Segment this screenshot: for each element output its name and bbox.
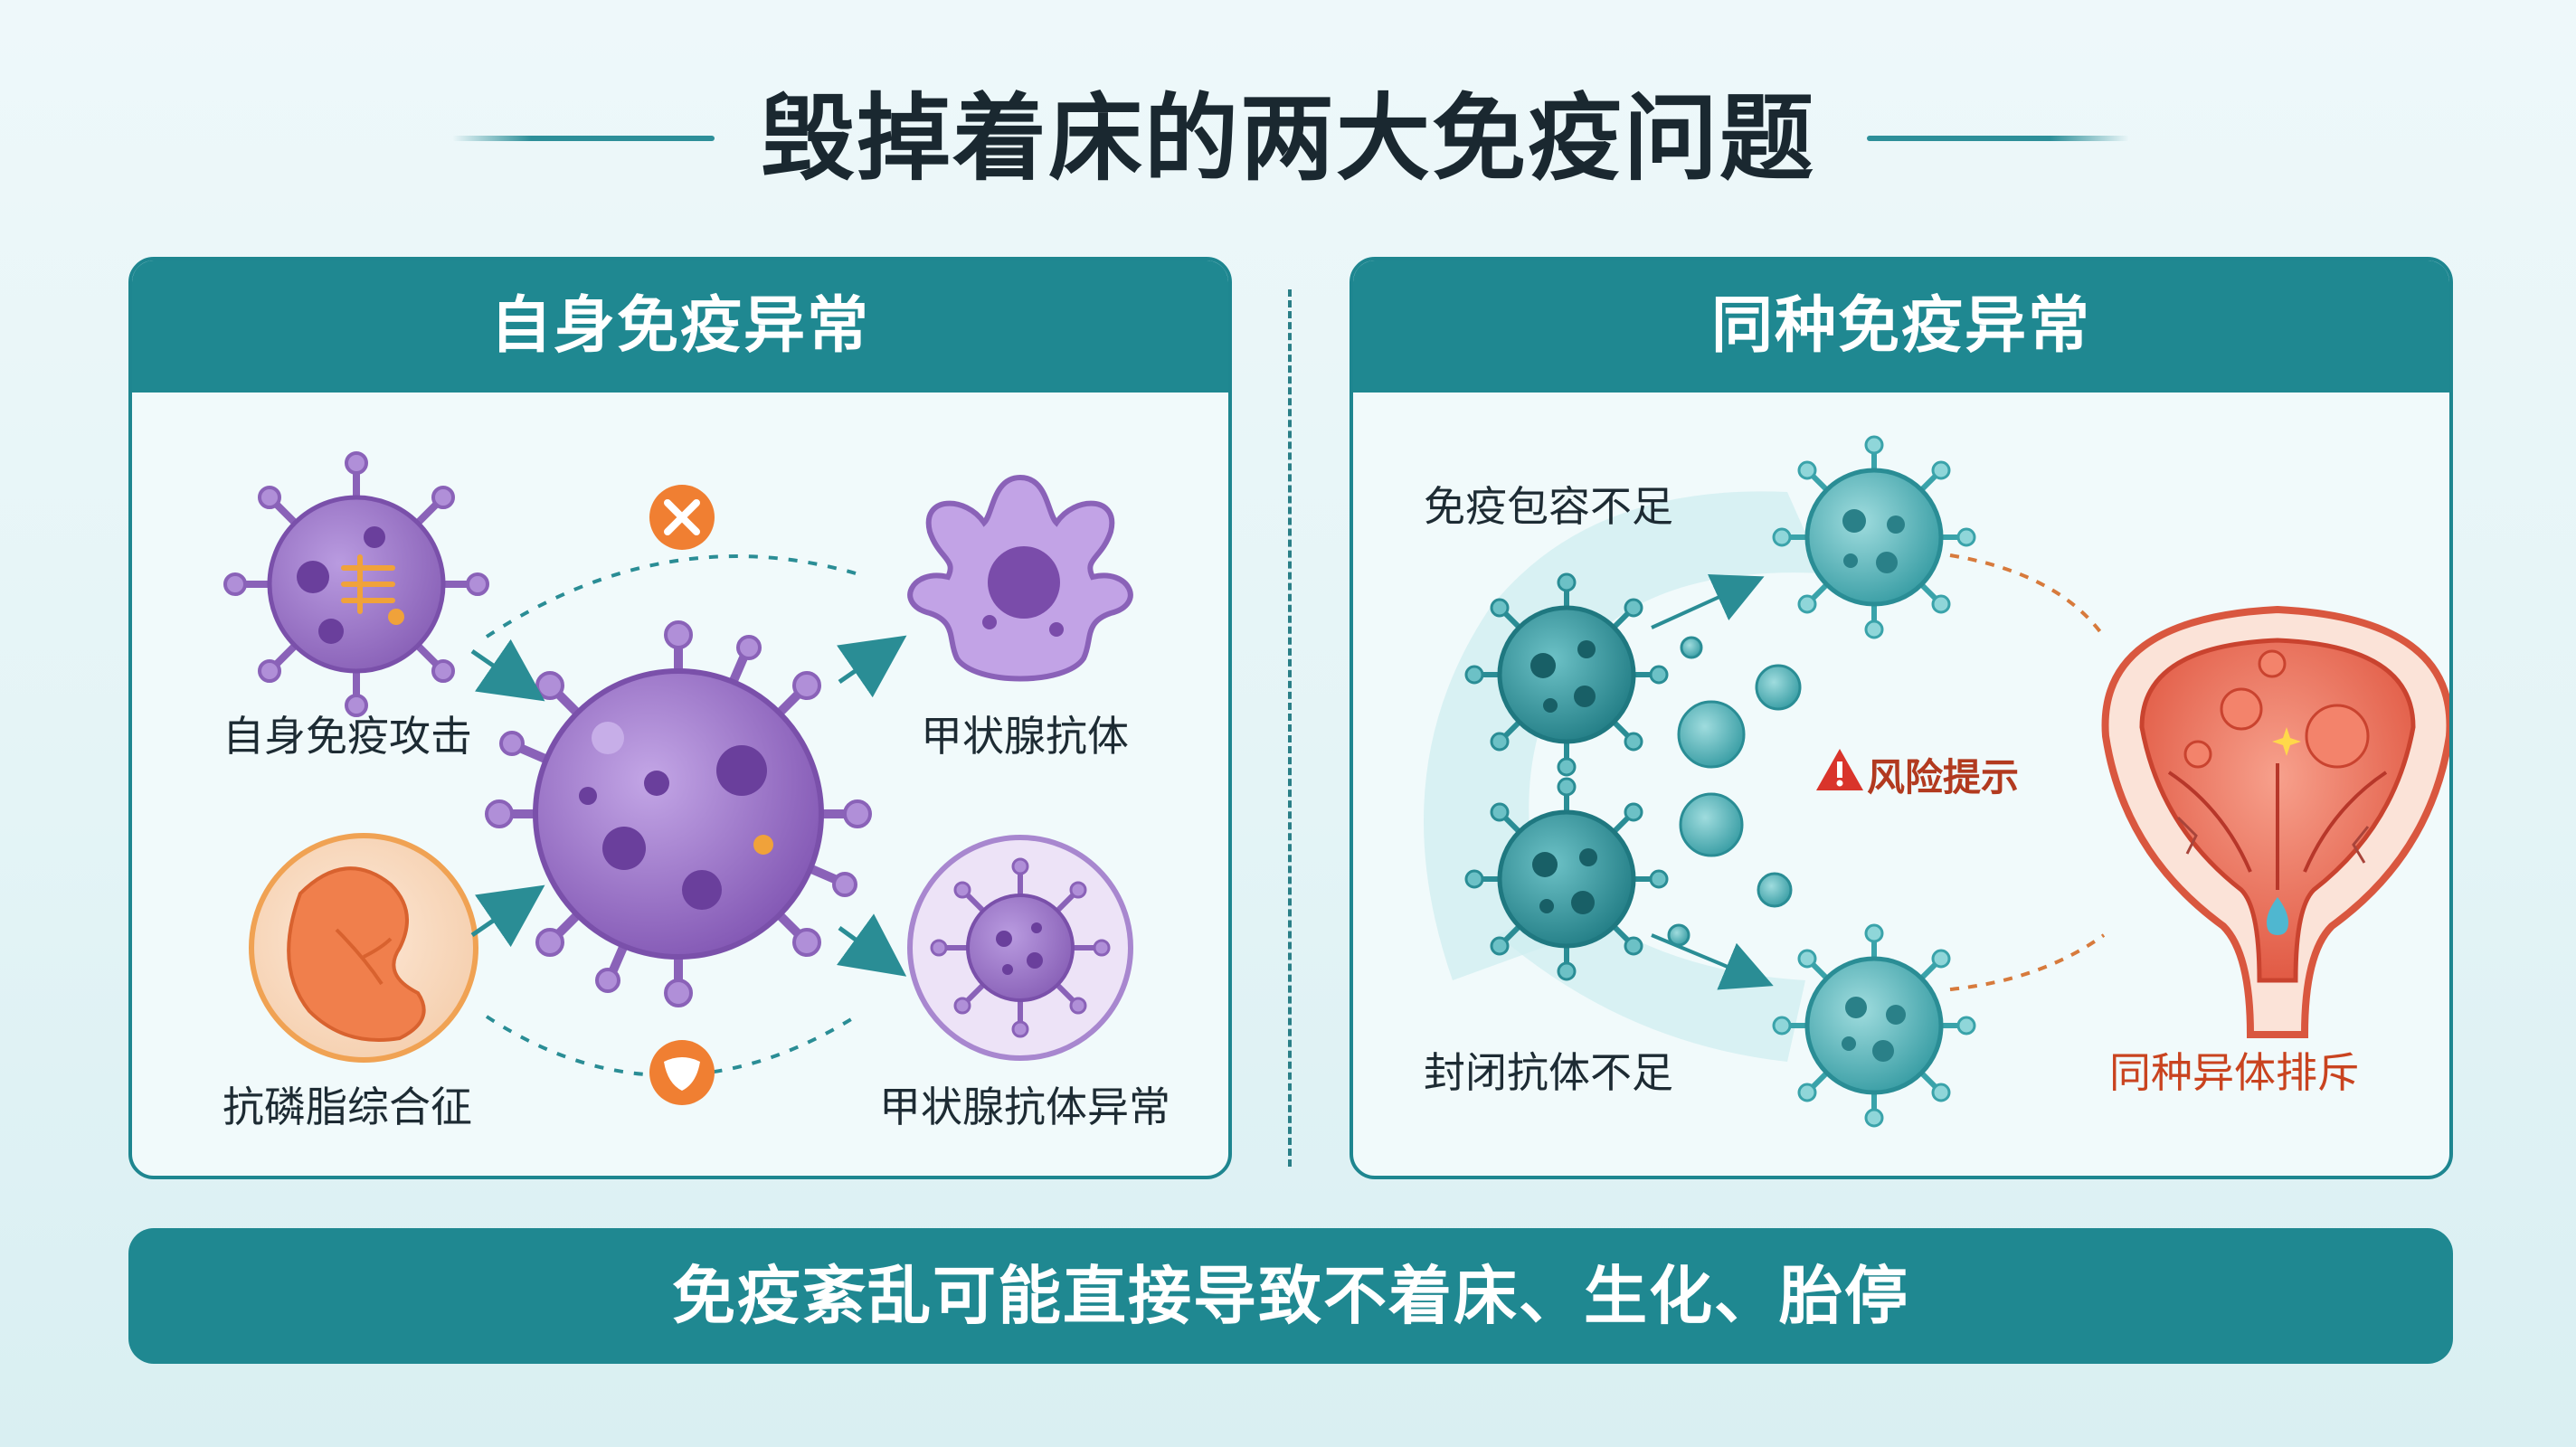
- antiphospholipid-cell-icon: [249, 833, 478, 1063]
- autoimmune-panel-body: 自身免疫攻击 抗磷脂综合征 甲状腺抗体 甲状腺抗体异常: [132, 392, 1228, 1176]
- label-thyroid-antibody-abnormal: 甲状腺抗体异常: [879, 1083, 1170, 1131]
- summary-banner: 免疫紊乱可能直接导致不着床、生化、胎停: [128, 1228, 2453, 1364]
- thyroid-antibody-cell-icon: [907, 474, 1133, 682]
- warning-icon: [1816, 749, 1863, 790]
- arrow-bottom: [1651, 933, 1774, 990]
- uterus-icon: [2101, 605, 2449, 1038]
- shield-icon: [649, 1040, 715, 1105]
- alloimmune-panel-header: 同种免疫异常: [1353, 260, 2449, 392]
- alloimmune-panel-body: 免疫包容不足 封闭抗体不足 风险提示 同种异体排斥: [1353, 392, 2449, 1176]
- immune-cell-top-left-icon: [1464, 572, 1669, 777]
- title-line-left: [452, 136, 715, 141]
- title-line-right: [1867, 136, 2129, 141]
- dashed-connector-top: [1949, 553, 2106, 638]
- central-immune-cell-icon: [485, 620, 872, 1007]
- arrow-top: [1651, 574, 1765, 629]
- immune-cell-bottom-right-icon: [1772, 923, 1976, 1128]
- label-autoimmune-attack: 自身免疫攻击: [223, 712, 472, 761]
- panel-divider: [1288, 289, 1292, 1167]
- arrow-to-center-top: [470, 638, 545, 702]
- thyroid-antibody-abnormal-cell-icon: [907, 835, 1133, 1061]
- label-immune-tolerance: 免疫包容不足: [1424, 482, 1673, 531]
- alloimmune-panel: 同种免疫异常: [1350, 257, 2453, 1179]
- label-blocking-antibody: 封闭抗体不足: [1424, 1048, 1673, 1097]
- arrow-to-center-bottom: [470, 884, 545, 948]
- immune-cell-bottom-left-icon: [1464, 777, 1669, 981]
- autoimmune-diagram: [223, 451, 1133, 1105]
- label-risk-warning: 风险提示: [1867, 755, 2020, 799]
- autoimmune-panel: 自身免疫异常: [128, 257, 1232, 1179]
- label-antiphospholipid: 抗磷脂综合征: [223, 1083, 472, 1131]
- autoimmune-panel-header: 自身免疫异常: [132, 260, 1228, 392]
- arrow-to-top-right: [836, 635, 907, 698]
- autoimmune-cell-icon: [223, 451, 489, 717]
- label-thyroid-antibody: 甲状腺抗体: [921, 712, 1129, 761]
- label-alloimmune-rejection: 同种异体排斥: [2109, 1048, 2359, 1097]
- antibody-bubbles: [1667, 636, 1802, 947]
- alloimmune-diagram: [1424, 435, 2449, 1128]
- cross-icon: [649, 485, 715, 550]
- dashed-connector-bottom: [1949, 933, 2106, 991]
- arrow-to-bottom-right: [836, 913, 907, 977]
- page-title: 毁掉着床的两大免疫问题: [760, 83, 1815, 194]
- immune-cell-top-right-icon: [1772, 435, 1976, 639]
